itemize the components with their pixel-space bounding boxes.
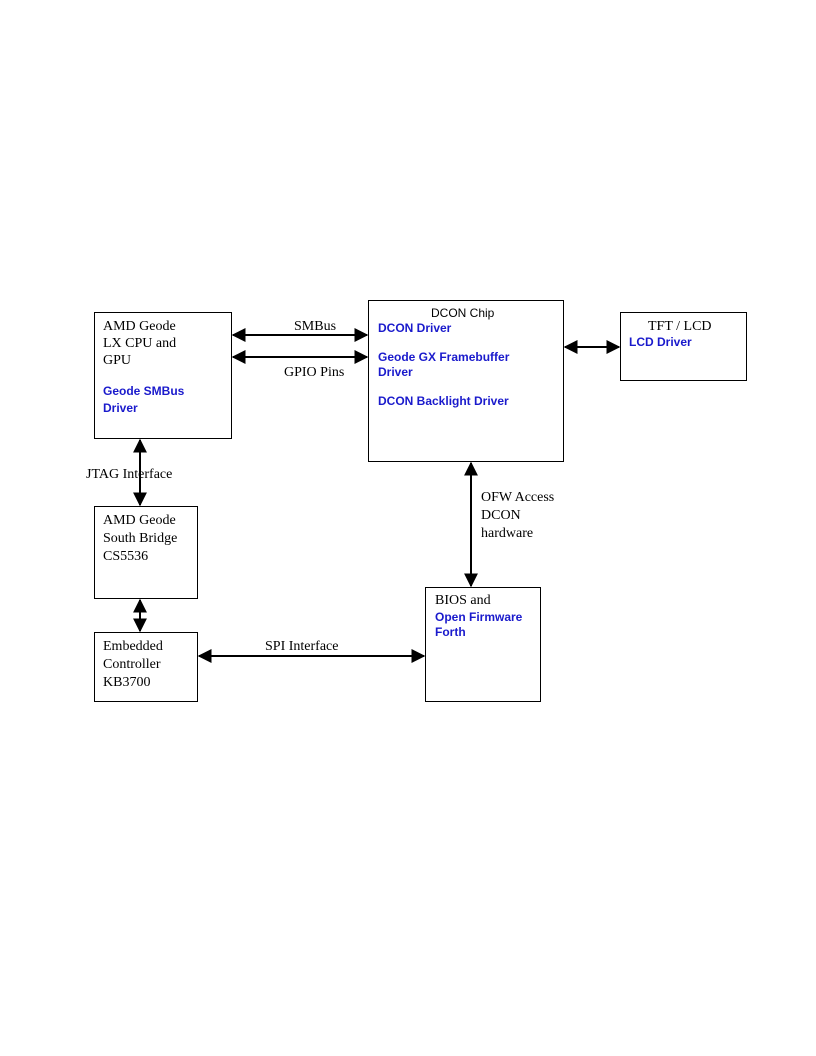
ofw-access-label: OFW Access DCON hardware (481, 490, 555, 541)
jtag-interface-label: JTAG Interface (86, 467, 173, 482)
dcon-chip-title: DCON Chip (431, 306, 495, 320)
cpu-driver: Geode SMBus Driver (103, 384, 185, 415)
dcon-chip-box: DCON Chip DCON Driver Geode GX Framebuff… (368, 300, 564, 462)
framebuffer-driver: Geode GX Framebuffer Driver (378, 350, 510, 379)
cpu-title: AMD Geode LX CPU and GPU (103, 319, 177, 368)
open-firmware-driver: Open Firmware Forth (435, 610, 523, 639)
lcd-driver: LCD Driver (629, 335, 692, 349)
smbus-label: SMBus (294, 319, 337, 334)
embedded-controller-box: Embedded Controller KB3700 (94, 632, 198, 702)
embedded-controller-text: Embedded Controller KB3700 (103, 639, 163, 690)
backlight-driver: DCON Backlight Driver (378, 394, 509, 408)
bios-box: BIOS and Open Firmware Forth (425, 587, 541, 702)
bios-title: BIOS and (435, 593, 491, 608)
tft-lcd-box: TFT / LCD LCD Driver (620, 312, 747, 381)
south-bridge-text: AMD Geode South Bridge CS5536 (103, 513, 178, 564)
gpio-pins-label: GPIO Pins (284, 365, 345, 380)
dcon-driver: DCON Driver (378, 321, 452, 335)
cpu-box: AMD Geode LX CPU and GPU Geode SMBus Dri… (94, 312, 232, 439)
south-bridge-box: AMD Geode South Bridge CS5536 (94, 506, 198, 599)
spi-interface-label: SPI Interface (265, 639, 339, 654)
tft-lcd-title: TFT / LCD (648, 319, 712, 334)
